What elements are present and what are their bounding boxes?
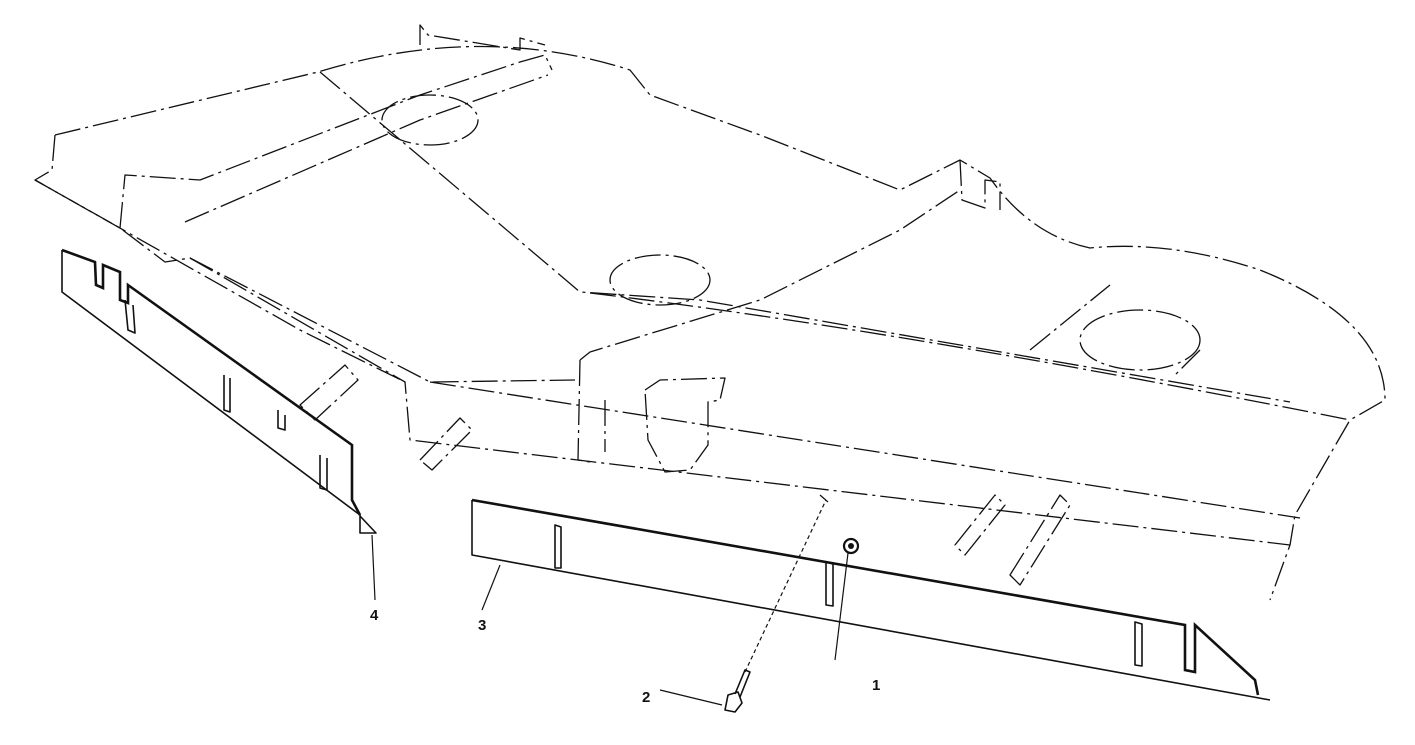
mower-deck-outline	[34, 24, 1386, 601]
callout-3: 3	[478, 617, 486, 634]
callout-4: 4	[370, 607, 379, 624]
callout-2: 2	[642, 689, 650, 706]
part-4-left-shield	[61, 248, 377, 534]
callout-leaders	[371, 534, 849, 706]
part-2-bolt	[724, 494, 829, 713]
part-3-front-shield	[471, 498, 1271, 701]
callout-1: 1	[872, 677, 880, 694]
part-1-nut	[842, 537, 860, 555]
